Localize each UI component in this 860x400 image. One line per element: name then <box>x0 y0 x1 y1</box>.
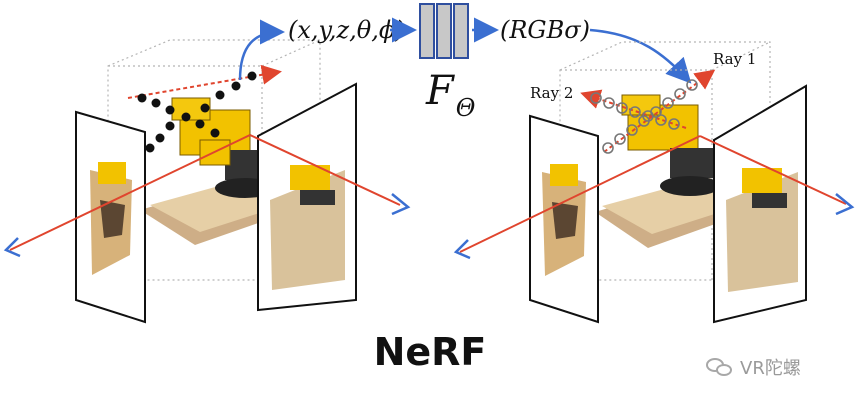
ray2-label: Ray 2 <box>530 84 573 102</box>
right-red-ray <box>459 135 701 253</box>
right-blue-v-arrow-right <box>835 193 855 216</box>
left-scene-right-image-plane <box>257 82 357 312</box>
output-label: (RGBσ) <box>500 16 590 44</box>
ray2-samples <box>590 92 680 130</box>
network-function-label: FΘ <box>425 68 476 122</box>
watermark: VR陀螺 <box>706 352 856 382</box>
left-red-ray <box>9 134 251 251</box>
network-blocks <box>419 3 469 59</box>
left-blue-v-arrow-right <box>391 193 411 216</box>
right-bulldozer-model <box>595 94 760 248</box>
diagram-title: NeRF <box>373 330 487 374</box>
right-blue-v-arrow-left <box>453 239 471 260</box>
right-red-ray-back <box>699 135 847 205</box>
ray1-label: Ray 1 <box>713 50 756 68</box>
left-blue-v-arrow-left <box>3 237 21 258</box>
curve-arrow-to-input <box>238 19 285 81</box>
right-scene: Ray 1 Ray 2 <box>453 41 855 324</box>
right-left-image-plane <box>529 114 599 324</box>
ray1-samples <box>602 79 698 154</box>
left-sample-points <box>137 71 257 153</box>
wechat-icon <box>706 356 734 378</box>
left-red-ray-back <box>249 134 401 206</box>
input-label: (x,y,z,θ,ϕ) <box>288 16 405 44</box>
network-function-subscript: Θ <box>456 94 476 122</box>
ray1-line <box>603 69 716 153</box>
watermark-text: VR陀螺 <box>740 358 801 379</box>
left-scene <box>3 39 411 324</box>
right-right-image-plane <box>713 84 807 324</box>
curve-arrow-from-output <box>589 28 692 84</box>
left-image-plane <box>75 110 146 324</box>
